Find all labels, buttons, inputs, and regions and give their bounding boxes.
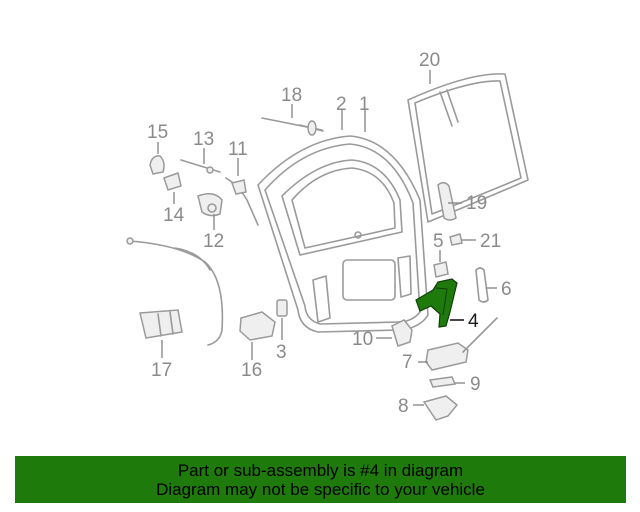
part-15-bumper[interactable] [149,155,165,175]
part-17-cable-motor[interactable] [126,237,224,346]
callout-7: 7 [402,352,413,373]
callout-21: 21 [480,231,501,252]
part-10-hinge[interactable] [391,319,413,347]
leader-lines [157,70,497,406]
part-18-strut[interactable] [261,117,324,136]
callout-18: 18 [281,85,302,106]
callout-1: 1 [359,94,370,115]
part-19-seal[interactable] [437,182,457,221]
callout-16: 16 [241,360,262,381]
parts-diagram: 20 18 2 1 15 13 11 14 12 19 21 5 6 4 10 … [126,50,529,421]
callout-4: 4 [468,311,479,332]
callout-11: 11 [228,139,248,160]
banner-line-part: Part or sub-assembly is #4 in diagram [177,460,464,480]
part-5-switch[interactable] [433,261,449,278]
callout-3: 3 [276,342,287,363]
part-3-bumper[interactable] [276,299,288,317]
callout-14: 14 [163,205,185,226]
callout-12: 12 [203,231,224,252]
part-6-cover[interactable] [475,267,489,303]
info-banner: Part or sub-assembly is #4 in diagram Di… [15,456,626,503]
part-4-latch[interactable] [415,278,458,328]
part-1-liftgate[interactable] [257,135,429,333]
callout-6: 6 [501,279,512,300]
part-14-hinge[interactable] [163,172,182,191]
part-8-bracket[interactable] [422,395,459,421]
part-12-actuator[interactable] [197,193,223,217]
part-9-plate[interactable] [428,376,457,388]
callout-17: 17 [151,360,172,381]
callout-5: 5 [433,231,444,252]
callout-2: 2 [336,94,347,115]
callout-8: 8 [398,396,409,417]
part-21-clip[interactable] [449,233,463,246]
callout-13: 13 [193,129,214,150]
callout-19: 19 [466,193,487,214]
banner-line-disclaimer: Diagram may not be specific to your vehi… [156,479,485,499]
callout-20: 20 [419,50,440,71]
callout-10: 10 [352,329,373,350]
callout-labels: 20 18 2 1 15 13 11 14 12 19 21 5 6 4 10 … [147,50,512,417]
part-16-actuator[interactable] [239,311,276,341]
part-11-hinge[interactable] [225,177,259,226]
callout-9: 9 [470,374,481,395]
part-13-support-rod[interactable] [180,159,221,174]
callout-15: 15 [147,122,168,143]
part-7-handle[interactable] [425,317,498,371]
